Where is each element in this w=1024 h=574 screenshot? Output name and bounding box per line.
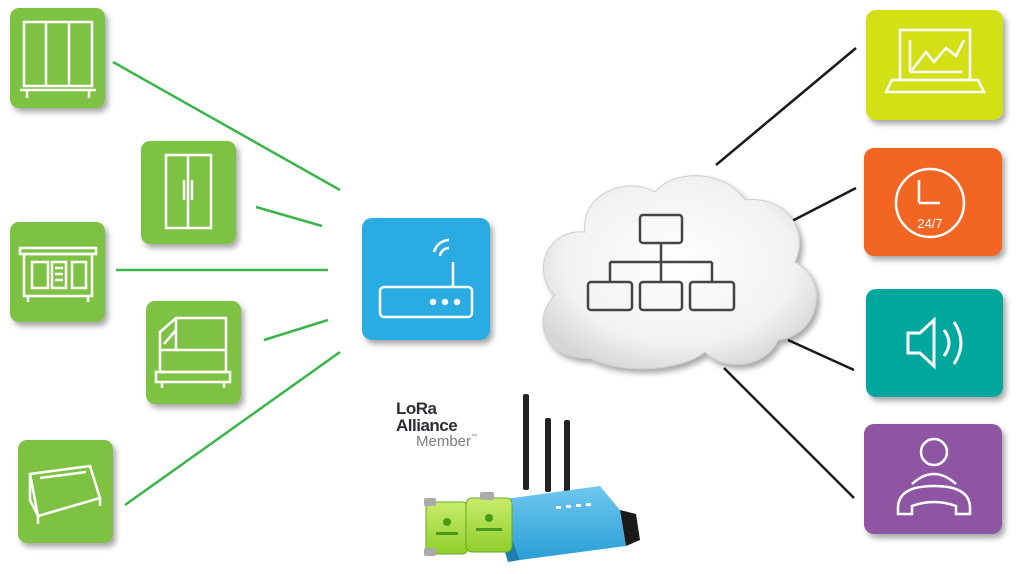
undercounter-fridge-tile bbox=[10, 222, 105, 322]
laptop-chart-icon bbox=[883, 28, 987, 94]
display-fridge-icon bbox=[20, 20, 96, 98]
gateway-tile bbox=[362, 218, 490, 340]
laptop-chart-tile bbox=[866, 10, 1003, 120]
right-connectors bbox=[715, 47, 857, 499]
sensor-device bbox=[465, 492, 513, 553]
chest-freezer-icon bbox=[28, 464, 102, 524]
connector-line bbox=[715, 47, 857, 166]
clock-label: 24/7 bbox=[917, 216, 942, 231]
undercounter-fridge-icon bbox=[18, 246, 98, 302]
operator-phone-tile bbox=[864, 424, 1002, 534]
left-connectors bbox=[112, 60, 341, 507]
clock-tile: 24/7 bbox=[864, 148, 1002, 256]
trademark-symbol: ™ bbox=[471, 434, 478, 440]
lora-line1: LoRa bbox=[396, 399, 437, 418]
operator-phone-icon bbox=[896, 437, 972, 516]
wifi-router-icon bbox=[378, 238, 474, 319]
clock-icon bbox=[894, 167, 966, 239]
display-fridge-tile bbox=[10, 8, 105, 108]
display-case-tile bbox=[146, 301, 241, 404]
lora-line2: Alliance bbox=[396, 416, 458, 435]
connector-line bbox=[263, 318, 329, 342]
sensor-device bbox=[424, 498, 469, 556]
connector-line bbox=[255, 205, 323, 228]
lora-member-text: Member bbox=[416, 433, 472, 450]
gateway-device bbox=[492, 486, 640, 562]
double-door-fridge-icon bbox=[164, 153, 213, 230]
chest-freezer-tile bbox=[18, 440, 113, 543]
cloud-shape bbox=[542, 175, 817, 370]
network-hierarchy-icon bbox=[586, 213, 736, 312]
lora-line3: Member™ bbox=[416, 434, 496, 449]
hardware-product-photo bbox=[424, 394, 640, 562]
connector-line bbox=[789, 186, 857, 224]
connector-line bbox=[723, 367, 855, 499]
connector-line bbox=[124, 350, 341, 507]
gateway-antennas bbox=[523, 394, 570, 494]
connector-line bbox=[787, 338, 855, 372]
speaker-tile bbox=[866, 289, 1003, 397]
speaker-icon bbox=[906, 316, 963, 370]
double-door-fridge-tile bbox=[141, 141, 236, 244]
connector-line bbox=[112, 60, 341, 192]
lora-alliance-badge: LoRa Alliance Member™ bbox=[396, 400, 496, 449]
display-case-icon bbox=[154, 316, 232, 388]
